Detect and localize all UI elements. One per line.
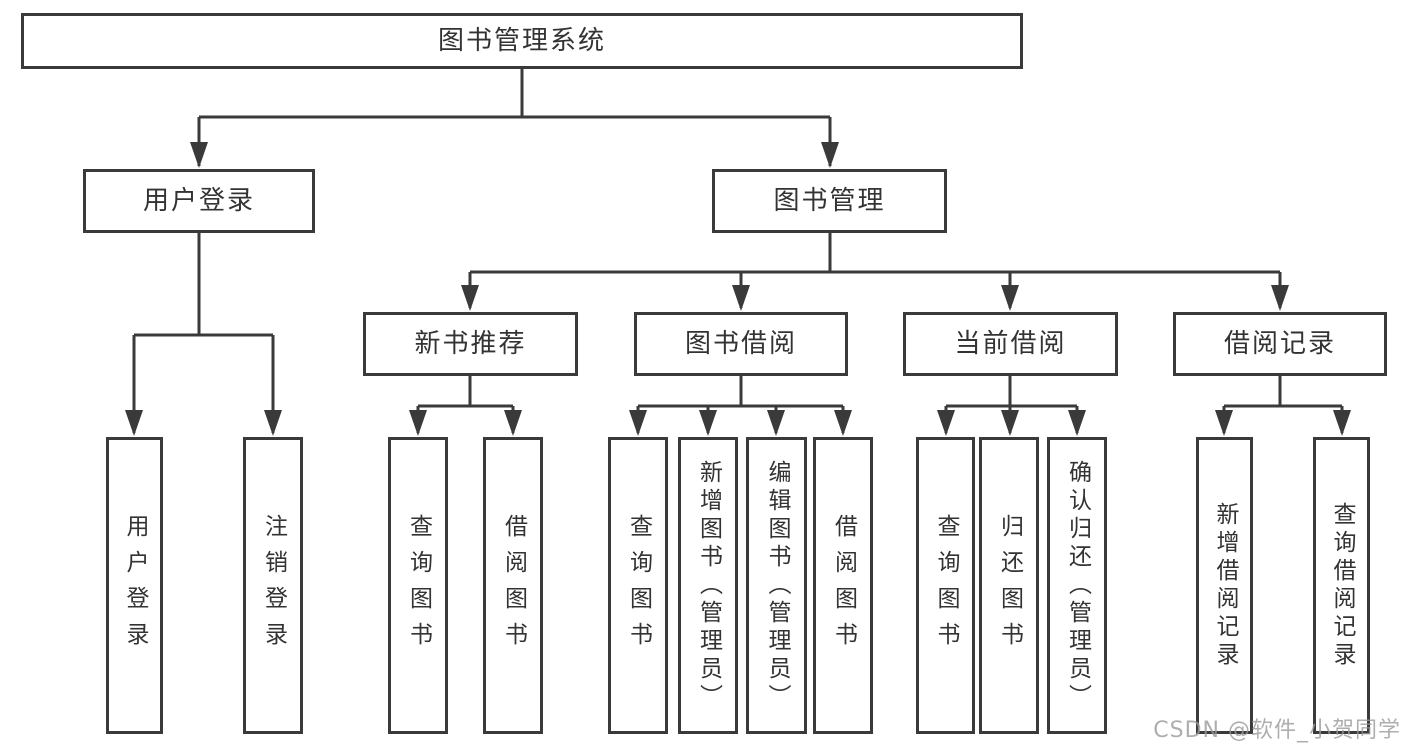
node-label: 注销登录 (260, 513, 287, 658)
node-label: 查询图书 (625, 513, 652, 658)
node-library-management-system: 图书管理系统 (21, 13, 1023, 69)
leaf-confirm-return-admin: 确认归还（管理员） (1047, 437, 1107, 734)
connector-bookborrow-to-leaves (629, 376, 852, 436)
node-book-management: 图书管理 (712, 169, 947, 233)
node-label: 图书管理 (773, 186, 886, 216)
node-label: 确认归还（管理员） (1064, 459, 1091, 712)
connector-newbook-to-leaves (409, 376, 522, 436)
node-label: 查询借阅记录 (1329, 501, 1355, 670)
node-label: 借阅图书 (830, 513, 857, 658)
node-label: 图书借阅 (684, 329, 797, 359)
node-user-login: 用户登录 (83, 169, 315, 233)
leaf-query-borrow-record: 查询借阅记录 (1313, 437, 1370, 734)
connector-curborrow-to-leaves (937, 376, 1086, 436)
node-label: 归还图书 (996, 513, 1023, 658)
node-label: 查询图书 (405, 513, 432, 658)
connector-root-to-level2 (190, 69, 839, 168)
node-new-book-recommendation: 新书推荐 (363, 312, 578, 376)
leaf-borrow-books-recommend: 借阅图书 (483, 437, 543, 734)
leaf-user-login: 用户登录 (106, 437, 163, 734)
leaf-edit-book-admin: 编辑图书（管理员） (746, 437, 807, 734)
connector-borrowrec-to-leaves (1215, 376, 1351, 436)
node-label: 查询图书 (933, 513, 959, 658)
connector-userlogin-to-leaves (125, 233, 282, 436)
leaf-logout: 注销登录 (243, 437, 303, 734)
node-label: 借阅图书 (500, 513, 527, 658)
node-label: 图书管理系统 (437, 26, 606, 56)
node-label: 当前借阅 (954, 329, 1067, 359)
node-label: 新书推荐 (414, 329, 527, 359)
leaf-query-books-borrowing: 查询图书 (608, 437, 668, 734)
node-label: 编辑图书（管理员） (764, 459, 790, 712)
node-label: 用户登录 (142, 186, 255, 216)
node-label: 新增图书（管理员） (695, 459, 722, 712)
leaf-borrow-books-borrowing: 借阅图书 (813, 437, 873, 734)
connector-bookmgmt-to-level3 (461, 233, 1289, 311)
node-label: 借阅记录 (1223, 329, 1336, 359)
leaf-add-book-admin: 新增图书（管理员） (678, 437, 738, 734)
node-current-borrowing: 当前借阅 (903, 312, 1118, 376)
leaf-query-books-recommend: 查询图书 (388, 437, 448, 734)
node-borrow-records: 借阅记录 (1173, 312, 1387, 376)
csdn-watermark: CSDN @软件_小贺同学 (1153, 718, 1401, 743)
leaf-query-books-current: 查询图书 (916, 437, 975, 734)
leaf-return-book: 归还图书 (979, 437, 1039, 734)
node-label: 新增借阅记录 (1212, 501, 1238, 670)
node-book-borrowing: 图书借阅 (634, 312, 848, 376)
node-label: 用户登录 (122, 513, 148, 658)
leaf-add-borrow-record: 新增借阅记录 (1196, 437, 1253, 734)
